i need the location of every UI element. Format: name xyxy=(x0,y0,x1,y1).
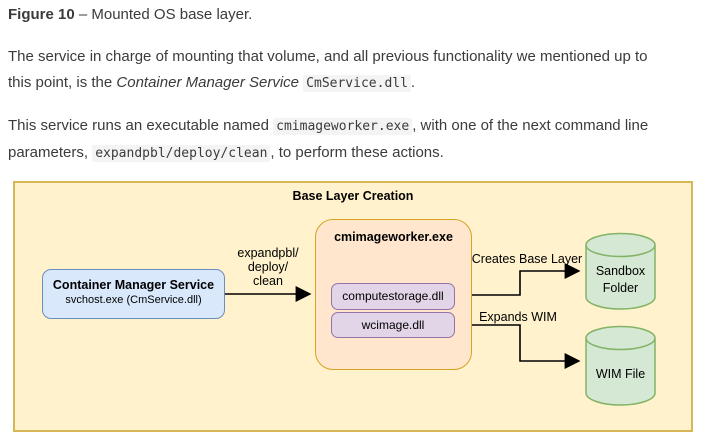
arrow-expands-wim xyxy=(454,324,581,369)
cylinder-shape xyxy=(585,325,656,406)
paragraph-text: parameters, xyxy=(8,144,93,161)
arrow-creates-base-layer xyxy=(454,263,581,296)
paragraph-text: This service runs an executable named xyxy=(8,117,274,134)
cylinder-shape xyxy=(585,232,656,310)
node-title: Container Manager Service xyxy=(52,278,215,292)
figure-caption-label: Figure 10 xyxy=(8,6,75,23)
node-computestorage-dll: computestorage.dll xyxy=(331,283,455,310)
paragraph-text: this point, is the xyxy=(8,74,117,91)
article-text: Figure 10 – Mounted OS base layer. The s… xyxy=(8,2,722,167)
paragraph-text: . xyxy=(410,74,416,91)
node-title: cmimageworker.exe xyxy=(334,230,453,244)
code-cmimageworker-exe: cmimageworker.exe xyxy=(273,118,413,135)
paragraph-text: , to perform these actions. xyxy=(270,144,444,161)
figure-caption-text: – Mounted OS base layer. xyxy=(74,6,253,23)
node-label: Sandbox Folder xyxy=(595,264,646,295)
node-wcimage-dll: wcimage.dll xyxy=(331,312,455,338)
node-sandbox-folder: Sandbox Folder xyxy=(585,232,656,310)
paragraph-text: The service in charge of mounting that v… xyxy=(8,48,648,65)
node-subtitle: svchost.exe (CmService.dll) xyxy=(65,294,202,306)
node-wim-file: WIM File xyxy=(585,325,656,406)
diagram-title: Base Layer Creation xyxy=(292,189,414,203)
code-command-params: expandpbl/deploy/clean xyxy=(92,145,271,162)
paragraph-service-description: The service in charge of mounting that v… xyxy=(8,44,722,97)
paragraph-executable-description: This service runs an executable named cm… xyxy=(8,113,722,167)
node-container-manager-service: Container Manager Service svchost.exe (C… xyxy=(42,269,225,319)
edge-label-creates-base-layer: Creates Base Layer xyxy=(471,252,583,266)
edge-label-expands-wim: Expands WIM xyxy=(479,310,557,324)
edge-label-command-params: expandpbl/ deploy/ clean xyxy=(237,246,299,288)
service-name-italic: Container Manager Service xyxy=(116,74,299,91)
code-cmservice-dll: CmService.dll xyxy=(303,75,411,92)
connector-arrows xyxy=(225,263,581,369)
node-label: WIM File xyxy=(595,367,646,381)
figure-caption: Figure 10 – Mounted OS base layer. xyxy=(8,2,722,28)
diagram-base-layer-creation: Base Layer Creation Container Manager Se… xyxy=(13,181,693,432)
paragraph-text: , with one of the next command line xyxy=(412,117,649,134)
node-cmimageworker-exe: cmimageworker.exe computestorage.dll wci… xyxy=(315,219,472,370)
